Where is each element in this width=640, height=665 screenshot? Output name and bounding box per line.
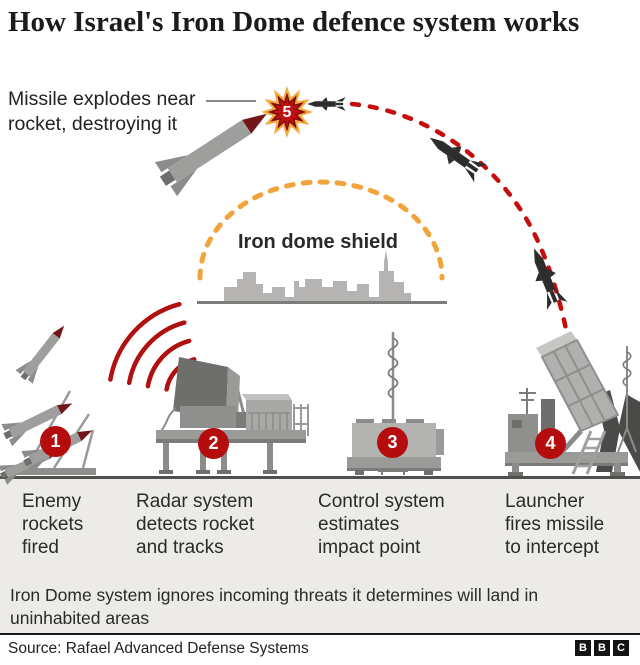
dome-shield-arc — [197, 179, 445, 281]
page-title: How Israel's Iron Dome defence system wo… — [8, 6, 580, 38]
bbc-logo: B B C — [575, 640, 629, 656]
explosion-icon — [261, 86, 313, 138]
stage-badge-2: 2 — [198, 428, 229, 459]
footnote: Iron Dome system ignores incoming threat… — [10, 585, 539, 628]
stage-caption-3: Control system estimates impact point — [318, 491, 445, 558]
dome-shield-label: Iron dome shield — [238, 231, 399, 253]
stage-badge-4: 4 — [535, 428, 566, 459]
stage-badge-5: 5 — [282, 104, 292, 121]
radar-unit — [156, 357, 309, 474]
bbc-logo-block: B — [575, 640, 591, 656]
stage-badge-3: 3 — [377, 427, 408, 458]
interceptor-missile-icon — [423, 128, 487, 183]
enemy-launcher — [0, 318, 98, 486]
radar-waves-icon — [108, 301, 197, 392]
interception-label: Missile explodes near rocket, destroying… — [8, 88, 196, 135]
bbc-logo-block: C — [613, 640, 629, 656]
stage-caption-2: Radar system detects rocket and tracks — [136, 491, 255, 558]
bbc-logo-block: B — [594, 640, 610, 656]
launcher-unit — [505, 331, 640, 476]
stage-badge-1: 1 — [40, 426, 71, 457]
caption-band — [0, 476, 640, 635]
skyline-baseline — [197, 301, 447, 304]
city-skyline — [197, 250, 447, 304]
enemy-rocket-flying-icon — [14, 318, 73, 386]
interceptor-missile-icon — [307, 97, 346, 111]
stage-caption-1: Enemy rockets fired — [22, 491, 84, 558]
source-line: Source: Rafael Advanced Defense Systems — [8, 640, 309, 657]
antenna-coil — [387, 337, 399, 399]
stage-caption-4: Launcher fires missile to intercept — [505, 491, 605, 558]
